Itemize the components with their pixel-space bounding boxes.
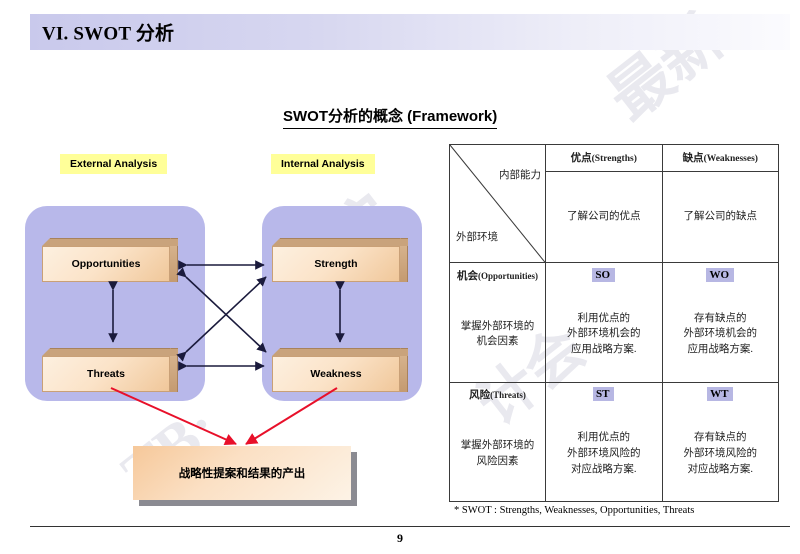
column-header-strengths: 优点(Strengths) <box>545 144 663 172</box>
table-description-row: 了解公司的优点 了解公司的缺点 <box>450 170 779 264</box>
opportunities-description-line2: 机会因素 <box>476 336 519 348</box>
internal-capability-label: 内部能力 <box>499 170 541 181</box>
quadrant-st-head: ST <box>545 381 663 407</box>
box-side-face <box>170 356 178 392</box>
st-line3: 对应战略方案. <box>570 463 637 475</box>
threats-description-line1: 掌握外部环境的 <box>460 439 535 451</box>
box-bevel <box>42 238 50 246</box>
st-line2: 外部环境风险的 <box>567 447 641 459</box>
quadrant-wo-body: 存有缺点的 外部环境机会的 应用战略方案. <box>661 286 779 383</box>
wt-line2: 外部环境风险的 <box>683 447 758 459</box>
quadrant-wt-head: WT <box>661 381 779 407</box>
box-top-face <box>50 238 178 246</box>
page-number: 9 <box>397 531 403 545</box>
threats-label: Threats <box>42 356 170 392</box>
column-header-weaknesses-cn: 缺点 <box>682 153 704 165</box>
box-top-face <box>280 238 408 246</box>
swot-footnote: * SWOT : Strengths, Weaknesses, Opportun… <box>454 505 695 516</box>
quadrant-so-head: SO <box>545 262 663 287</box>
wt-line3: 对应战略方案. <box>687 463 754 475</box>
quadrant-tag-wo: WO <box>706 268 735 283</box>
box-corner <box>170 348 178 356</box>
diagonal-divider-icon <box>450 145 545 263</box>
wo-line1: 存有缺点的 <box>694 312 747 324</box>
so-line3: 应用战略方案. <box>570 344 637 356</box>
row-header-threats-en: (Threats) <box>490 389 526 400</box>
row-header-threats-cn: 风险 <box>469 389 491 401</box>
box-bevel <box>272 238 280 246</box>
swot-framework-diagram: External Analysis Internal Analysis Oppo… <box>25 154 422 506</box>
box-side-face <box>170 246 178 282</box>
slide-title: VI. SWOT 分析 <box>42 23 175 45</box>
wo-line2: 外部环境机会的 <box>683 328 758 340</box>
wo-line3: 应用战略方案. <box>687 344 754 356</box>
external-environment-label: 外部环境 <box>456 232 498 244</box>
strength-label: Strength <box>272 246 400 282</box>
opportunities-description-line1: 掌握外部环境的 <box>460 320 535 332</box>
internal-analysis-tag: Internal Analysis <box>271 154 375 174</box>
column-header-weaknesses-en: (Weaknesses) <box>703 154 758 165</box>
threats-description-line2: 风险因素 <box>476 455 519 467</box>
quadrant-tag-so: SO <box>592 268 616 283</box>
column-header-weaknesses: 缺点(Weaknesses) <box>661 144 779 172</box>
column-header-strengths-cn: 优点 <box>570 153 592 165</box>
st-line1: 利用优点的 <box>577 432 631 444</box>
quadrant-st-body: 利用优点的 外部环境风险的 对应战略方案. <box>545 406 663 503</box>
quadrant-so-body: 利用优点的 外部环境机会的 应用战略方案. <box>545 286 663 383</box>
row-header-opportunities: 机会(Opportunities) <box>449 262 546 287</box>
threats-description-cell: 掌握外部环境的 风险因素 <box>449 406 546 503</box>
external-analysis-tag: External Analysis <box>60 154 168 174</box>
wt-line1: 存有缺点的 <box>694 432 747 444</box>
result-output-box: 战略性提案和结果的产出 <box>133 446 351 500</box>
opportunities-description-cell: 掌握外部环境的 机会因素 <box>449 286 546 383</box>
table-header-row: 内部能力 外部环境 优点(Strengths) 缺点(Weaknesses) <box>449 143 779 264</box>
section-subtitle: SWOT分析的概念 (Framework) <box>283 105 498 129</box>
quadrant-wt-body: 存有缺点的 外部环境风险的 对应战略方案. <box>661 406 779 503</box>
row-header-threats: 风险(Threats) <box>449 381 546 407</box>
quadrant-wo-head: WO <box>661 262 779 287</box>
so-line1: 利用优点的 <box>577 312 631 324</box>
box-side-face <box>400 356 408 392</box>
weaknesses-description-cell: 了解公司的缺点 <box>661 170 779 264</box>
box-top-face <box>50 348 178 356</box>
table-row-threats-body: 掌握外部环境的 风险因素 利用优点的 外部环境风险的 对应战略方案. 存有缺点的… <box>449 406 779 503</box>
slide-header-banner: VI. SWOT 分析 <box>30 14 790 50</box>
row-header-opportunities-cn: 机会 <box>456 270 478 282</box>
box-corner <box>400 348 408 356</box>
opportunities-label: Opportunities <box>42 246 170 282</box>
quadrant-tag-wt: WT <box>707 387 734 402</box>
footer-divider <box>30 526 790 527</box>
box-top-face <box>280 348 408 356</box>
weakness-label: Weakness <box>272 356 400 392</box>
table-row-threats-head: 风险(Threats) ST WT <box>449 381 779 407</box>
box-corner <box>170 238 178 246</box>
column-header-strengths-en: (Strengths) <box>591 154 637 165</box>
axis-corner-cell: 内部能力 外部环境 <box>449 143 546 264</box>
quadrant-tag-st: ST <box>593 387 615 402</box>
swot-matrix-table: 内部能力 外部环境 优点(Strengths) 缺点(Weaknesses) 了… <box>449 143 779 503</box>
so-line2: 外部环境机会的 <box>567 328 641 340</box>
strengths-description-cell: 了解公司的优点 <box>545 170 663 264</box>
box-corner <box>400 238 408 246</box>
box-side-face <box>400 246 408 282</box>
table-row-opportunities-body: 掌握外部环境的 机会因素 利用优点的 外部环境机会的 应用战略方案. 存有缺点的… <box>449 286 779 383</box>
table-row-opportunities-head: 机会(Opportunities) SO WO <box>449 262 779 287</box>
box-bevel <box>272 348 280 356</box>
box-bevel <box>42 348 50 356</box>
row-header-opportunities-en: (Opportunities) <box>477 270 538 281</box>
